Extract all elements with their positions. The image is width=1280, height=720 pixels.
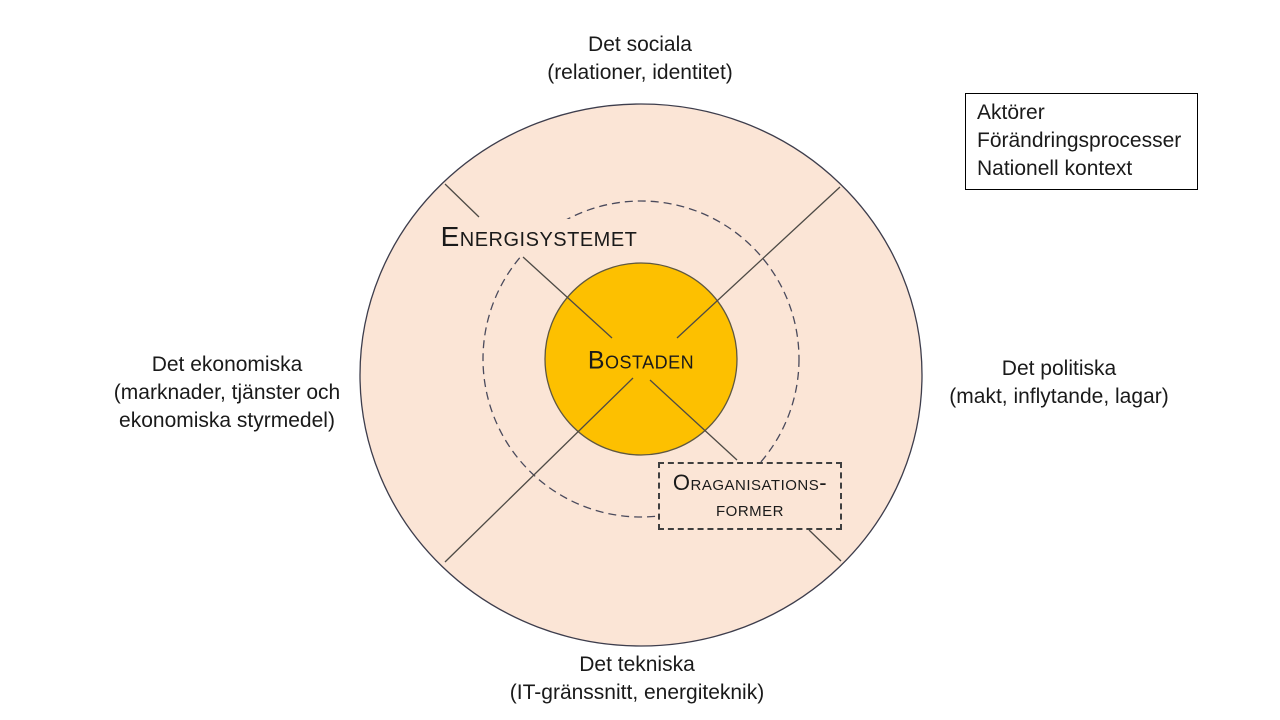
label-det-politiska-line2: (makt, inflytande, lagar) bbox=[949, 385, 1169, 408]
legend-item-forandringsprocesser: Förändringsprocesser bbox=[977, 129, 1182, 152]
label-det-ekonomiska: Det ekonomiska (marknader, tjänster och … bbox=[114, 351, 340, 435]
label-det-ekonomiska-line2: (marknader, tjänster och bbox=[113, 381, 341, 404]
organisationsformer-line1: Oraganisations- bbox=[672, 470, 828, 495]
label-energisystemet: Energisystemet bbox=[440, 219, 638, 255]
divider-line-top-right bbox=[676, 186, 841, 339]
label-det-tekniska: Det tekniska (IT-gränssnitt, energitekni… bbox=[510, 651, 764, 707]
label-det-tekniska-line2: (IT-gränssnitt, energiteknik) bbox=[509, 681, 765, 704]
inner-circle-bostaden bbox=[544, 262, 738, 456]
legend-box: Aktörer Förändringsprocesser Nationell k… bbox=[965, 93, 1198, 190]
divider-line-bottom-right-inner bbox=[649, 379, 738, 461]
label-det-tekniska-line1: Det tekniska bbox=[579, 653, 695, 676]
organisationsformer-line2: former bbox=[716, 496, 784, 521]
legend-item-aktorer: Aktörer bbox=[977, 101, 1045, 124]
label-det-politiska: Det politiska (makt, inflytande, lagar) bbox=[949, 355, 1168, 411]
divider-line-top-left-outer bbox=[444, 183, 480, 218]
dashed-circle-energisystemet bbox=[482, 200, 800, 518]
label-det-politiska-line1: Det politiska bbox=[1001, 357, 1117, 380]
organisationsformer-box: Oraganisations- former bbox=[658, 462, 842, 530]
label-det-sociala-line2: (relationer, identitet) bbox=[547, 61, 733, 84]
divider-line-bottom-right-outer bbox=[808, 529, 842, 562]
label-det-sociala: Det sociala (relationer, identitet) bbox=[547, 31, 733, 87]
divider-line-top-left-inner bbox=[522, 256, 613, 339]
label-bostaden: Bostaden bbox=[587, 346, 695, 375]
label-det-sociala-line1: Det sociala bbox=[588, 33, 692, 56]
legend-item-nationell-kontext: Nationell kontext bbox=[977, 157, 1133, 180]
label-det-ekonomiska-line1: Det ekonomiska bbox=[151, 353, 303, 376]
label-det-ekonomiska-line3: ekonomiska styrmedel) bbox=[119, 409, 335, 432]
divider-line-bottom-left bbox=[444, 377, 634, 563]
